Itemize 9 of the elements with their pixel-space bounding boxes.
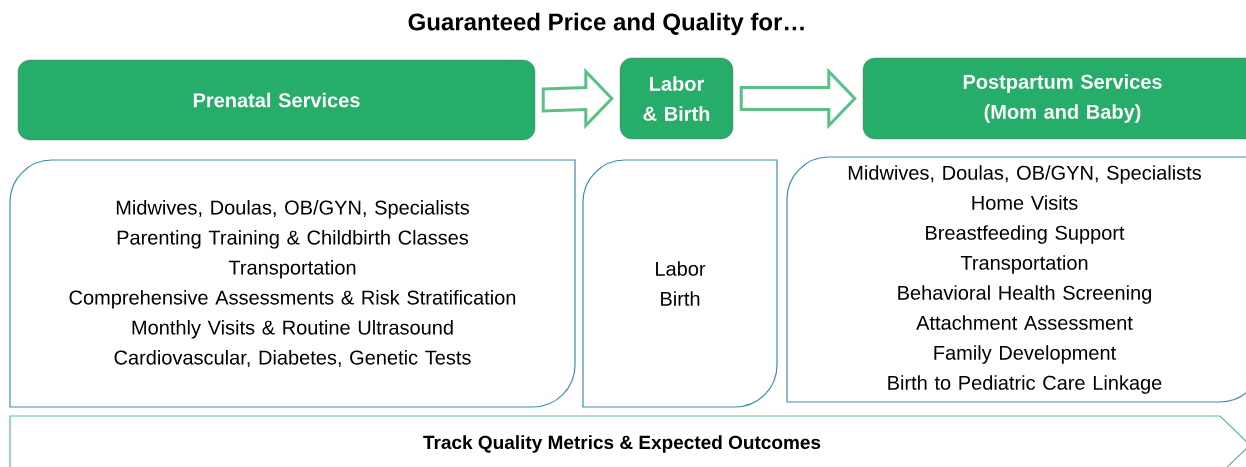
stage-box: Prenatal Services — [17, 59, 536, 141]
list-box: Labor Birth — [582, 159, 778, 408]
block-arrow — [739, 67, 857, 130]
stage-box: Labor & Birth — [619, 57, 734, 140]
stage-box: Postpartum Services (Mom and Baby) — [862, 57, 1246, 140]
title: Guaranteed Price and Quality for… — [408, 12, 804, 36]
list-box: Midwives, Doulas, OB/GYN, Specialists Home Visits Breastfeeding Support Transportation Behavioral Health Screening Attachment Assessment Family Development Birth to Pediatric Care Linkage — [786, 156, 1246, 403]
block-arrow — [541, 67, 614, 130]
list-box: Midwives, Doulas, OB/GYN, Specialists Parenting Training & Childbirth Classes Transportation Comprehensive Assessments & Risk Stratification Monthly Visits & Routine Ultrasound Cardiovascular, Diabetes, Genetic Tests — [9, 159, 576, 408]
